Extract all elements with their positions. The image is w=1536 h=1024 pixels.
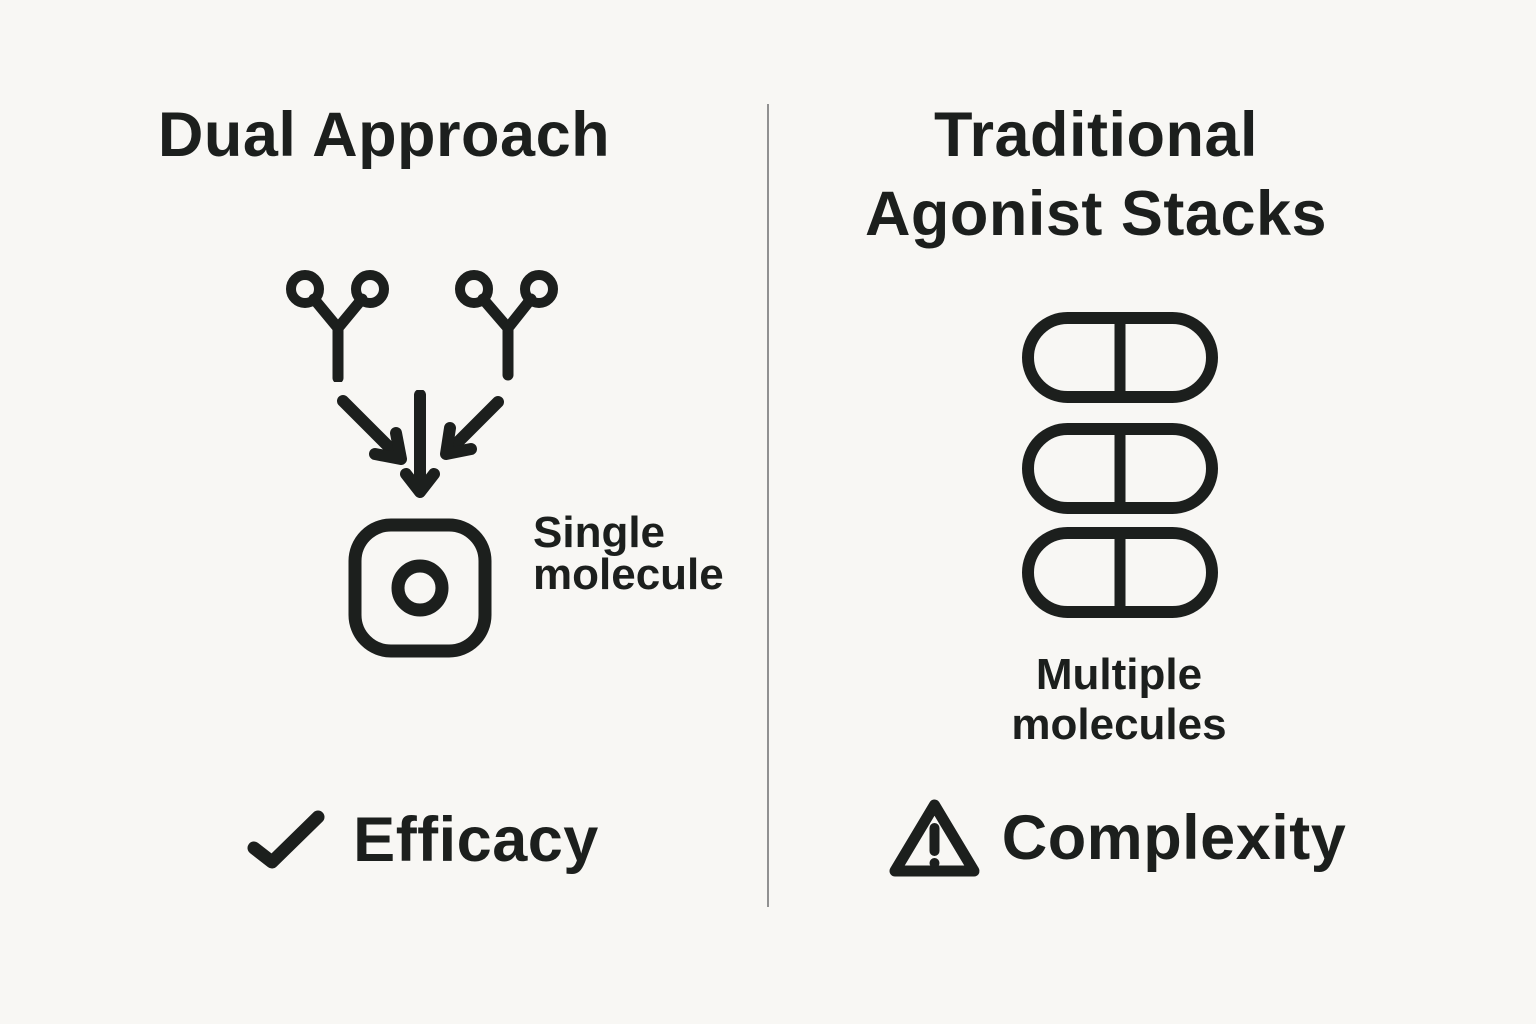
right-panel-title-line1: Traditional [933, 100, 1259, 170]
efficacy-row: Efficacy [242, 796, 602, 884]
left-panel-title: Dual Approach [157, 100, 611, 170]
efficacy-label: Efficacy [353, 805, 599, 875]
pill-stack-icon [1022, 312, 1218, 618]
complexity-row: Complexity [880, 790, 1353, 886]
right-panel-title: Traditional Agonist Stacks [816, 96, 1376, 254]
dual-receptor-y-icon [286, 270, 558, 382]
panel-divider [767, 104, 769, 907]
complexity-label: Complexity [1001, 803, 1347, 873]
rounded-square-molecule-icon [348, 518, 492, 658]
converging-arrows-icon [337, 390, 504, 498]
warning-triangle-icon [889, 799, 980, 877]
multiple-molecules-label: Multiple molecules [969, 650, 1269, 750]
multiple-molecules-label-line2: molecules [1011, 700, 1227, 749]
single-molecule-label-line2: molecule [533, 550, 724, 599]
multiple-molecules-label-line1: Multiple [1035, 650, 1203, 699]
checkmark-icon [247, 810, 325, 869]
single-molecule-label: Single molecule [533, 508, 724, 599]
right-panel-title-line2: Agonist Stacks [864, 179, 1328, 249]
single-molecule-label-line1: Single [533, 508, 666, 557]
